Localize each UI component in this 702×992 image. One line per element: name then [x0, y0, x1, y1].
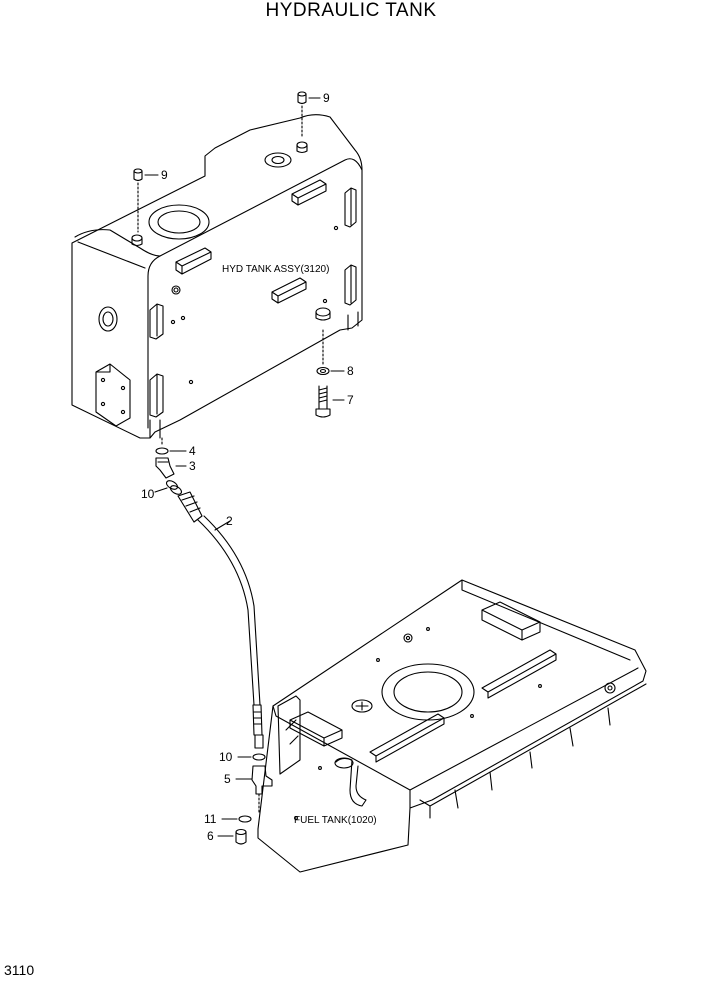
callout-11: 11 [204, 812, 217, 826]
bolt-part-7 [315, 385, 345, 418]
o-ring-part-11 [238, 815, 252, 823]
callout-6: 6 [207, 829, 214, 843]
callout-4: 4 [189, 444, 196, 458]
callout-10-upper: 10 [141, 487, 155, 501]
plug-part-9-upper [297, 91, 321, 139]
callout-5: 5 [224, 772, 231, 786]
callout-3: 3 [189, 459, 196, 473]
hyd-tank-label: HYD TANK ASSY(3120) [222, 264, 329, 275]
plug-part-6 [235, 831, 247, 845]
tank-top-flange [148, 204, 210, 240]
diagram-title: HYDRAULIC TANK [265, 0, 437, 21]
callout-7: 7 [347, 393, 354, 407]
callout-9-left: 9 [161, 168, 168, 182]
callout-2: 2 [226, 514, 233, 528]
hose-assembly [154, 437, 273, 845]
hydraulic-tank-assembly [71, 114, 363, 439]
fuel-tank-label: FUEL TANK(1020) [294, 815, 377, 826]
o-ring-part-10-lower [252, 753, 266, 761]
callout-10-lower: 10 [219, 750, 233, 764]
o-ring-part-4 [155, 447, 169, 455]
side-port [98, 306, 118, 332]
o-ring-part-10-upper [165, 480, 179, 490]
washer-part-8 [316, 329, 345, 376]
callout-8: 8 [347, 364, 354, 378]
page-number: 3110 [4, 962, 35, 978]
callout-9-upper: 9 [323, 91, 330, 105]
adapter-part-5 [251, 765, 273, 795]
elbow-part-3 [155, 457, 175, 479]
inspection-plate [95, 363, 131, 427]
plug-part-9-left [133, 168, 159, 233]
fuel-tank-assembly [257, 579, 647, 873]
hose-part-2 [197, 519, 255, 706]
